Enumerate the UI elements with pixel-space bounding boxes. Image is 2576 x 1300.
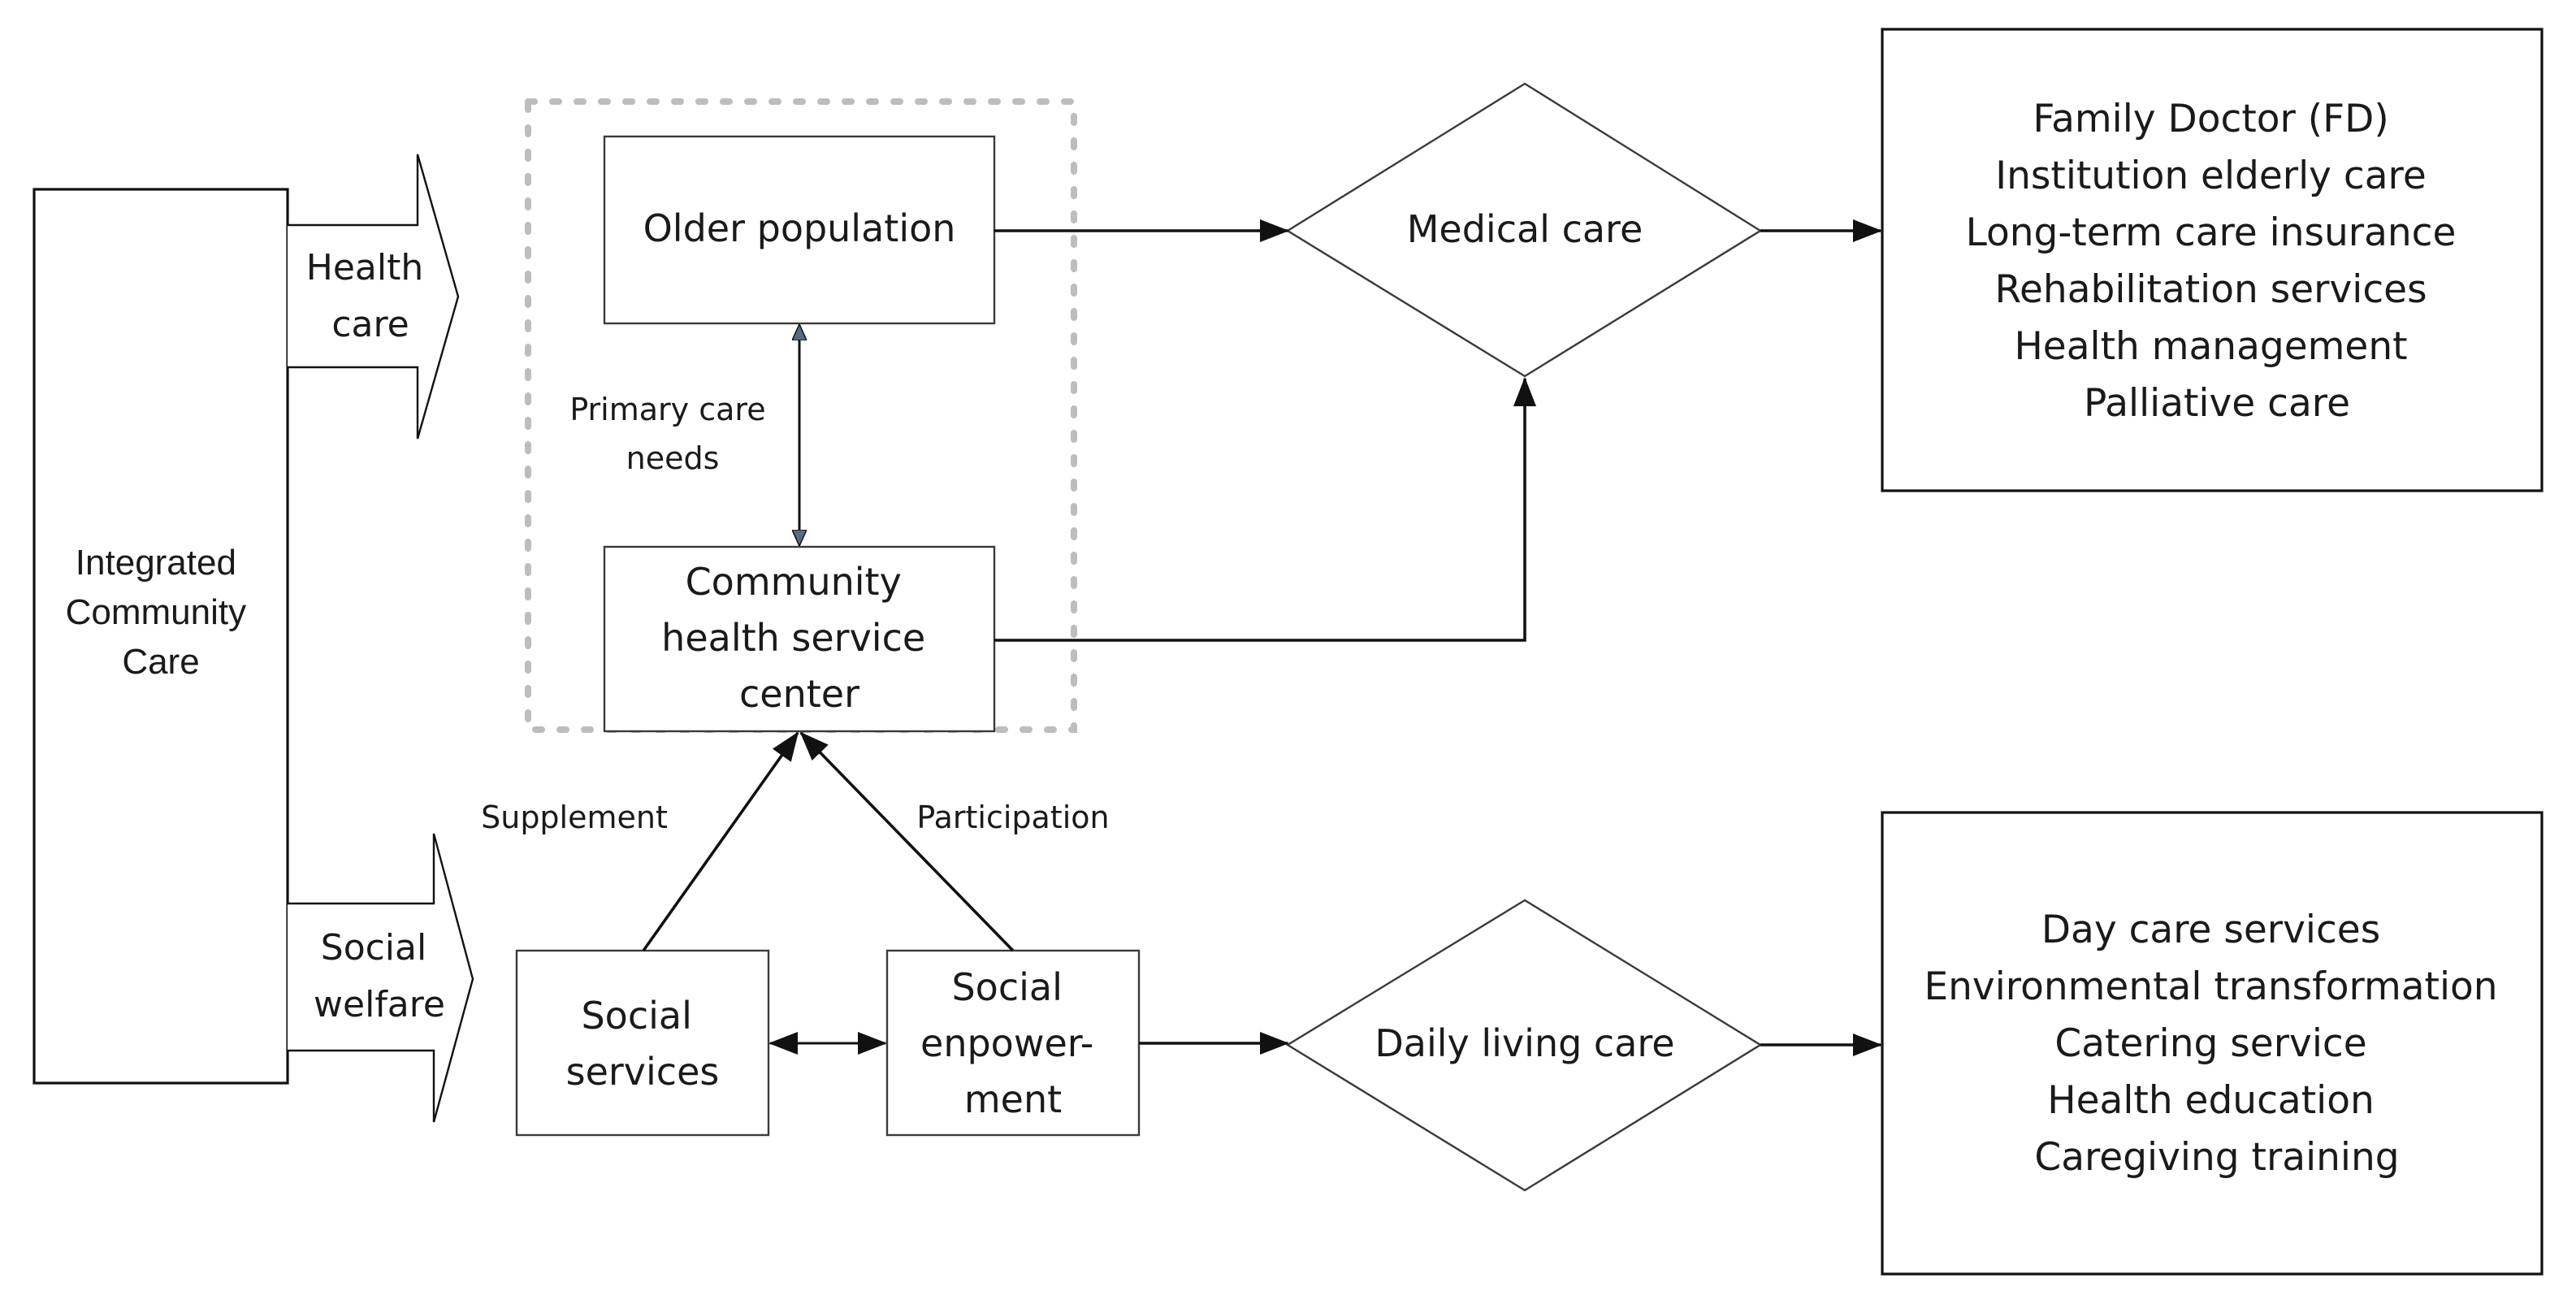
svg-text:Health care: Health care bbox=[306, 247, 435, 345]
social-welfare-line-2: welfare bbox=[314, 984, 445, 1025]
older-population-node: Older population bbox=[603, 135, 996, 325]
svg-text:Social services: Social services bbox=[566, 994, 720, 1094]
daily-service-item: Health education bbox=[2047, 1078, 2374, 1123]
daily-service-item: Caregiving training bbox=[2034, 1135, 2399, 1180]
icc-line-3: Care bbox=[122, 642, 199, 682]
daily-service-item: Day care services bbox=[2041, 908, 2380, 952]
daily-service-item: Catering service bbox=[2054, 1021, 2366, 1066]
medical-service-item: Family Doctor (FD) bbox=[2033, 97, 2388, 141]
health-care-block-arrow: Health care bbox=[288, 154, 460, 440]
svg-text:Integrated Community: Integrated Community Care bbox=[66, 543, 257, 682]
center-to-medical-care-edge bbox=[994, 377, 1536, 642]
daily-living-care-label: Daily living care bbox=[1375, 1021, 1674, 1065]
chsc-line-2: health service bbox=[661, 616, 925, 660]
medical-service-item: Institution elderly care bbox=[1995, 154, 2427, 198]
social-empowerment-node: Social enpower- ment bbox=[885, 949, 1141, 1137]
social-empowerment-line-3: ment bbox=[964, 1077, 1062, 1121]
svg-text:Family Doctor (FD) Insti: Family Doctor (FD) Institution elderly c… bbox=[1966, 97, 2469, 426]
svg-text:Day care services Enviro: Day care services Environmental transfor… bbox=[1924, 908, 2509, 1180]
svg-text:Social welfare: Social welfare bbox=[314, 927, 445, 1025]
medical-care-label: Medical care bbox=[1407, 207, 1643, 251]
older-population-label: Older population bbox=[643, 206, 956, 250]
participation-label: Participation bbox=[916, 800, 1109, 835]
daily-living-services-box: Day care services Environmental transfor… bbox=[1881, 811, 2544, 1276]
health-care-line-1: Health bbox=[306, 247, 423, 288]
integrated-community-care-node: Integrated Community Care bbox=[32, 188, 289, 1085]
medical-service-item: Long-term care insurance bbox=[1966, 210, 2457, 255]
social-empowerment-line-2: enpower- bbox=[920, 1021, 1093, 1065]
svg-text:Social enpower- me: Social enpower- ment bbox=[920, 965, 1106, 1121]
medical-service-item: Health management bbox=[2014, 324, 2407, 369]
icc-line-2: Community bbox=[66, 592, 247, 632]
primary-care-needs-line-2: needs bbox=[626, 440, 720, 476]
social-services-line-1: Social bbox=[581, 994, 691, 1038]
social-services-node: Social services bbox=[515, 949, 770, 1137]
chsc-line-3: center bbox=[739, 672, 859, 716]
social-empowerment-line-1: Social bbox=[951, 965, 1062, 1009]
daily-service-item: Environmental transformation bbox=[1924, 964, 2497, 1009]
medical-care-decision: Medical care bbox=[1285, 82, 1763, 378]
social-welfare-block-arrow: Social welfare bbox=[288, 833, 474, 1123]
community-health-service-center-node: Community health service center bbox=[603, 545, 996, 733]
medical-services-box: Family Doctor (FD) Institution elderly c… bbox=[1881, 28, 2544, 492]
svg-text:Primary care needs: Primary care needs bbox=[569, 392, 775, 476]
social-welfare-line-1: Social bbox=[321, 927, 426, 968]
health-care-line-2: care bbox=[331, 304, 409, 345]
supplement-edge bbox=[642, 731, 799, 952]
primary-care-needs-line-1: Primary care bbox=[569, 392, 765, 427]
social-services-line-2: services bbox=[566, 1050, 720, 1094]
chsc-line-1: Community bbox=[686, 560, 902, 604]
medical-service-item: Rehabilitation services bbox=[1994, 267, 2427, 312]
daily-living-care-decision: Daily living care bbox=[1285, 899, 1763, 1192]
svg-text:Community health service: Community health service center bbox=[661, 560, 937, 716]
medical-service-item: Palliative care bbox=[2084, 381, 2350, 426]
participation-edge bbox=[799, 731, 1015, 952]
icc-line-1: Integrated bbox=[76, 543, 236, 583]
supplement-label: Supplement bbox=[481, 800, 668, 835]
